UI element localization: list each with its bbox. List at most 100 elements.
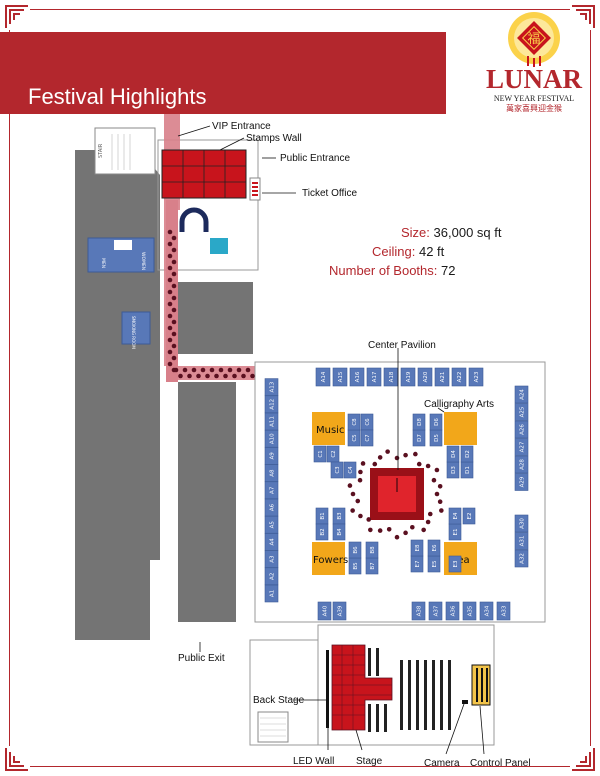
booth-label: C4 <box>348 466 354 474</box>
visitor-dot <box>171 283 177 289</box>
booth-d8[interactable]: D8 <box>412 413 426 431</box>
booth-a4[interactable]: A4 <box>264 533 279 551</box>
booth-c2[interactable]: C2 <box>326 445 340 463</box>
booth-a21[interactable]: A21 <box>434 367 450 387</box>
label-camera: Camera <box>424 758 460 769</box>
booth-label: A38 <box>417 605 423 616</box>
booth-d4[interactable]: D4 <box>446 445 460 463</box>
booth-label: C3 <box>335 466 341 474</box>
booth-a6[interactable]: A6 <box>264 498 279 517</box>
booth-b3[interactable]: B3 <box>332 507 346 525</box>
booth-a25[interactable]: A25 <box>514 403 529 421</box>
booth-a33[interactable]: A33 <box>496 601 511 621</box>
booth-label: A39 <box>338 605 344 616</box>
booth-a5[interactable]: A5 <box>264 515 279 534</box>
booth-d5[interactable]: D5 <box>429 429 443 447</box>
booth-b4[interactable]: B4 <box>332 523 346 541</box>
frame-line-bottom <box>30 766 570 767</box>
booth-a2[interactable]: A2 <box>264 567 279 586</box>
booth-a8[interactable]: A8 <box>264 464 279 482</box>
label-stage: Stage <box>356 756 383 767</box>
booth-c5[interactable]: C5 <box>347 429 361 447</box>
booth-d2[interactable]: D2 <box>460 445 474 463</box>
booth-a20[interactable]: A20 <box>417 367 433 387</box>
booth-c4[interactable]: C4 <box>343 461 357 479</box>
booth-a1[interactable]: A1 <box>264 584 279 603</box>
booth-label: A23 <box>474 371 480 382</box>
booth-c6[interactable]: C6 <box>360 413 374 431</box>
booth-a31[interactable]: A31 <box>514 532 529 550</box>
booth-a40[interactable]: A40 <box>317 601 332 621</box>
booth-label: A40 <box>323 605 329 616</box>
booth-label: B8 <box>370 546 376 554</box>
booth-d7[interactable]: D7 <box>412 429 426 447</box>
booth-a24[interactable]: A24 <box>514 385 529 404</box>
booth-a34[interactable]: A34 <box>479 601 494 621</box>
booth-a23[interactable]: A23 <box>468 367 484 387</box>
visitor-dot <box>366 517 372 522</box>
booth-a18[interactable]: A18 <box>383 367 399 387</box>
visitor-dot <box>223 373 228 379</box>
booth-b1[interactable]: B1 <box>315 507 329 525</box>
booth-a12[interactable]: A12 <box>264 395 279 414</box>
booth-c3[interactable]: C3 <box>330 461 344 479</box>
booth-b6[interactable]: B6 <box>348 541 362 559</box>
booth-label: D7 <box>417 434 423 442</box>
visitor-dot <box>368 527 373 533</box>
booth-a38[interactable]: A38 <box>411 601 426 621</box>
booth-e2[interactable]: E2 <box>462 507 476 525</box>
booth-a16[interactable]: A16 <box>349 367 365 387</box>
booth-a35[interactable]: A35 <box>462 601 477 621</box>
booth-a7[interactable]: A7 <box>264 481 279 500</box>
booth-a22[interactable]: A22 <box>451 367 467 387</box>
booth-label: A11 <box>270 416 276 427</box>
booth-a3[interactable]: A3 <box>264 550 279 568</box>
booth-a30[interactable]: A30 <box>514 514 529 533</box>
booth-d1[interactable]: D1 <box>460 461 474 479</box>
smoking-room-label: SMOKING ROOM <box>131 316 136 349</box>
booth-a19[interactable]: A19 <box>400 367 416 387</box>
booth-e1[interactable]: E1 <box>448 523 462 541</box>
booth-c1[interactable]: C1 <box>313 445 327 463</box>
booth-a9[interactable]: A9 <box>264 447 279 465</box>
booth-b8[interactable]: B8 <box>365 541 379 559</box>
visitor-dot <box>372 461 378 467</box>
booth-e3[interactable]: E3 <box>448 555 462 573</box>
booth-d3[interactable]: D3 <box>446 461 460 479</box>
booth-label: A9 <box>270 452 276 460</box>
booth-label: A31 <box>520 536 526 547</box>
booth-e5[interactable]: E5 <box>427 555 441 573</box>
booth-a28[interactable]: A28 <box>514 455 529 474</box>
visitor-dot <box>191 367 197 373</box>
booth-e4[interactable]: E4 <box>448 507 462 525</box>
visitor-dot <box>218 367 224 373</box>
booth-a36[interactable]: A36 <box>445 601 460 621</box>
booth-label: A15 <box>338 371 344 382</box>
booth-a13[interactable]: A13 <box>264 378 279 396</box>
zone-calligraphy <box>444 412 477 445</box>
booth-b2[interactable]: B2 <box>315 523 329 541</box>
booth-a15[interactable]: A15 <box>332 367 348 387</box>
booth-b5[interactable]: B5 <box>348 557 362 575</box>
booth-b7[interactable]: B7 <box>365 557 379 575</box>
booth-a10[interactable]: A10 <box>264 429 279 448</box>
booth-a17[interactable]: A17 <box>366 367 382 387</box>
booth-a39[interactable]: A39 <box>332 601 347 621</box>
booth-label: A18 <box>389 371 395 382</box>
booth-a37[interactable]: A37 <box>428 601 443 621</box>
booth-e7[interactable]: E7 <box>410 555 424 573</box>
booth-c7[interactable]: C7 <box>360 429 374 447</box>
booth-a26[interactable]: A26 <box>514 420 529 439</box>
booth-label: D2 <box>465 450 471 458</box>
booth-c8[interactable]: C8 <box>347 413 361 431</box>
booth-e6[interactable]: E6 <box>427 539 441 557</box>
booth-e8[interactable]: E8 <box>410 539 424 557</box>
visitor-dot <box>167 337 173 343</box>
booth-a14[interactable]: A14 <box>315 367 331 387</box>
booth-d6[interactable]: D6 <box>429 413 443 431</box>
booth-a29[interactable]: A29 <box>514 473 529 491</box>
booth-a11[interactable]: A11 <box>264 412 279 431</box>
booth-a32[interactable]: A32 <box>514 549 529 568</box>
booth-label: A19 <box>406 371 412 382</box>
booth-a27[interactable]: A27 <box>514 438 529 456</box>
